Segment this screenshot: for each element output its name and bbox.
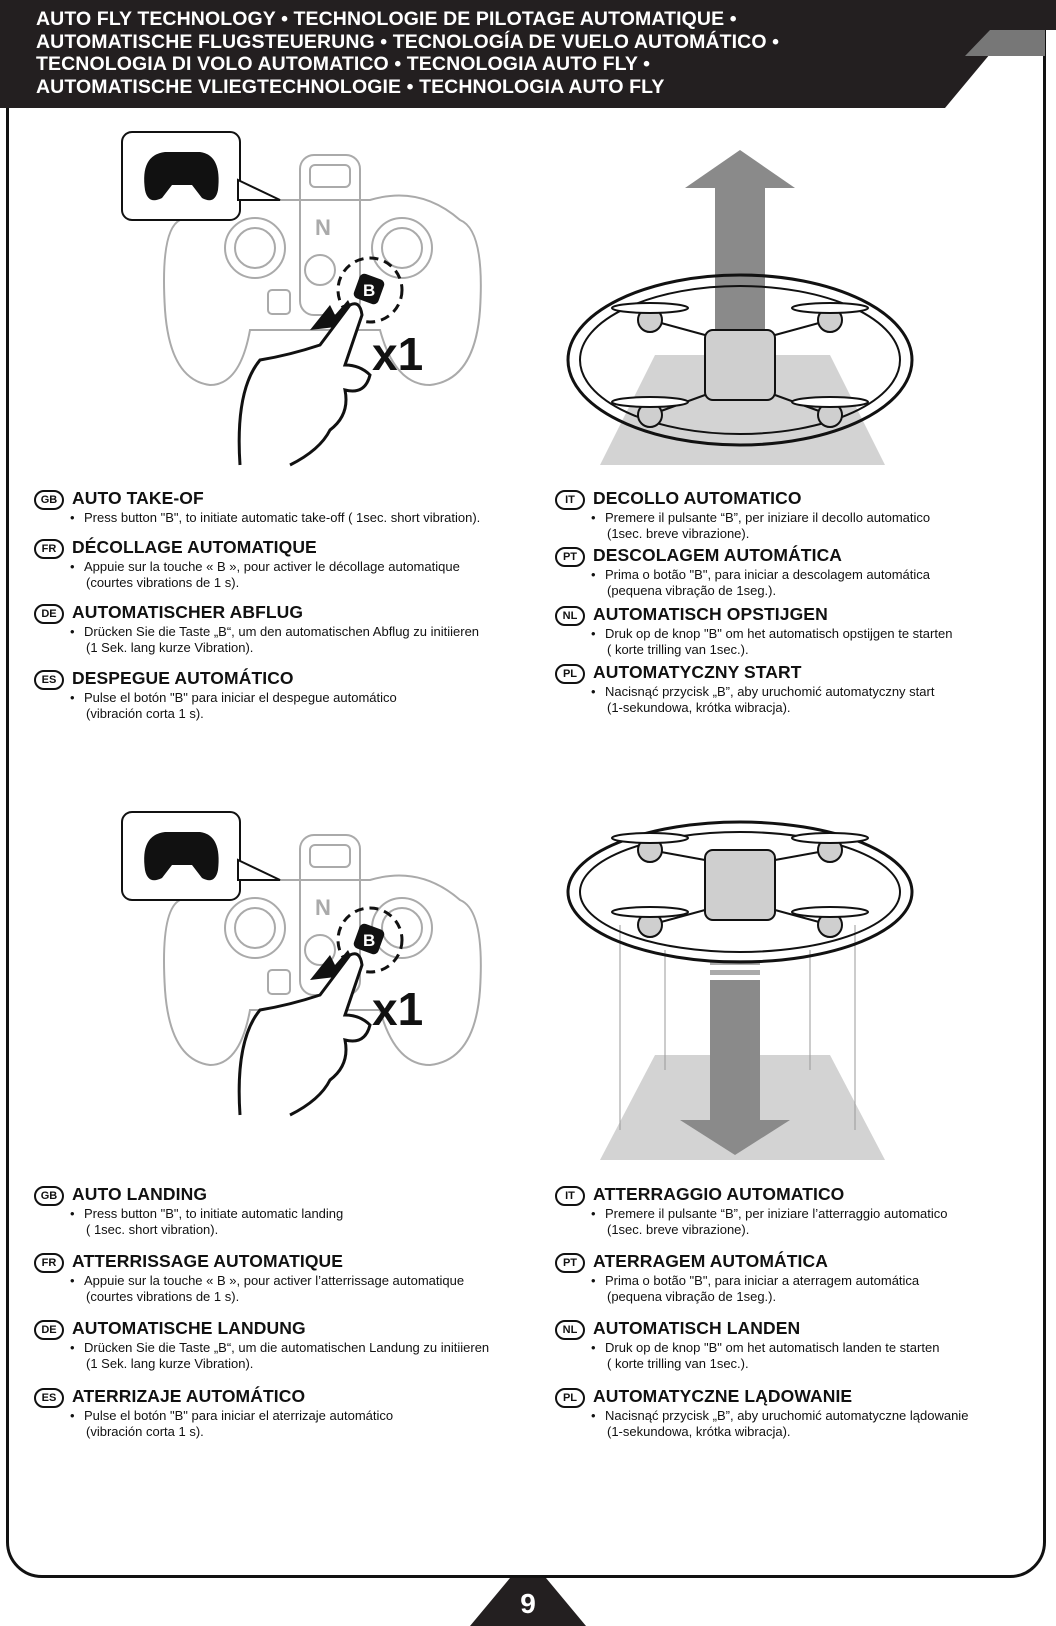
entry-title: AUTO TAKE-OF (72, 488, 204, 508)
header-line: TECNOLOGIA DI VOLO AUTOMATICO • TECNOLOG… (36, 53, 651, 75)
lang-badge: PT (555, 547, 585, 567)
lang-badge: NL (555, 606, 585, 626)
svg-text:N: N (315, 215, 331, 240)
lang-badge: DE (34, 1320, 64, 1340)
entry-title: AUTOMATYCZNY START (593, 662, 802, 682)
entry-title: DECOLLO AUTOMATICO (593, 488, 802, 508)
lang-badge: ES (34, 1388, 64, 1408)
lang-badge: DE (34, 604, 64, 624)
page-number-text: 9 (520, 1588, 536, 1619)
entry-body: Pulse el botón "B" para iniciar el aterr… (70, 1408, 393, 1440)
entry-title: DÉCOLLAGE AUTOMATIQUE (72, 537, 317, 557)
lang-badge: PL (555, 1388, 585, 1408)
entry-body: Drücken Sie die Taste „B“, um die automa… (70, 1340, 489, 1372)
entry-body: Premere il pulsante “B”, per iniziare il… (591, 510, 930, 542)
drone-illustration-landing (566, 820, 914, 1160)
lang-badge: PT (555, 1253, 585, 1273)
controller-illustration-landing: N B x1 (121, 811, 482, 1117)
lang-badge: NL (555, 1320, 585, 1340)
entry-body: Press button "B", to initiate automatic … (70, 510, 480, 526)
header-background (0, 0, 1056, 108)
entry-body: Nacisnąć przycisk „B”, aby uruchomić aut… (591, 684, 934, 716)
b-button-label: B (363, 931, 375, 950)
entry-title: ATTERRAGGIO AUTOMATICO (593, 1184, 845, 1204)
entry-body: Druk op de knop "B" om het automatisch l… (591, 1340, 939, 1372)
page-number-background (470, 1578, 586, 1626)
entry-body: Pulse el botón "B" para iniciar el despe… (70, 690, 397, 722)
entry-title: AUTO LANDING (72, 1184, 208, 1204)
entry-title: AUTOMATISCHE LANDUNG (72, 1318, 306, 1338)
page-number: 9 (470, 1578, 586, 1626)
entry-title: AUTOMATYCZNE LĄDOWANIE (593, 1386, 853, 1406)
entry-body: Drücken Sie die Taste „B“, um den automa… (70, 624, 479, 656)
entry-body: Druk op de knop "B" om het automatisch o… (591, 626, 952, 658)
lang-badge: PL (555, 664, 585, 684)
entry-title: DESCOLAGEM AUTOMÁTICA (593, 545, 843, 565)
press-count-label: x1 (372, 328, 423, 380)
entry-body: Prima o botão "B", para iniciar a aterra… (591, 1273, 919, 1305)
lang-badge: FR (34, 539, 64, 559)
controller-illustration-takeoff: N B x1 (121, 131, 482, 467)
press-count-label: x1 (372, 983, 423, 1035)
lang-badge: GB (34, 1186, 64, 1206)
header-line: AUTO FLY TECHNOLOGY • TECHNOLOGIE DE PIL… (36, 8, 737, 30)
b-button-label: B (363, 281, 375, 300)
entry-body: Appuie sur la touche « B », pour activer… (70, 559, 460, 591)
lang-badge: FR (34, 1253, 64, 1273)
svg-text:N: N (315, 895, 331, 920)
header-line: AUTOMATISCHE FLUGSTEUERUNG • TECNOLOGÍA … (36, 30, 780, 53)
entry-title: DESPEGUE AUTOMÁTICO (72, 668, 294, 688)
entry-title: AUTOMATISCHER ABFLUG (72, 602, 304, 622)
header-line: AUTOMATISCHE VLIEGTECHNOLOGIE • TECHNOLO… (36, 75, 665, 98)
entry-title: ATERRAGEM AUTOMÁTICA (593, 1251, 828, 1271)
lang-badge: ES (34, 670, 64, 690)
lang-badge: IT (555, 490, 585, 510)
lang-badge: IT (555, 1186, 585, 1206)
entry-title: ATTERRISSAGE AUTOMATIQUE (72, 1251, 344, 1271)
header-banner: AUTO FLY TECHNOLOGY • TECHNOLOGIE DE PIL… (0, 0, 1056, 108)
entry-body: Premere il pulsante “B”, per iniziare l’… (591, 1206, 947, 1238)
entry-title: ATERRIZAJE AUTOMÁTICO (72, 1386, 306, 1406)
entry-body: Press button "B", to initiate automatic … (70, 1206, 343, 1238)
drone-illustration-takeoff (566, 150, 914, 465)
lang-badge: GB (34, 490, 64, 510)
entry-title: AUTOMATISCH OPSTIJGEN (593, 604, 828, 624)
entry-body: Appuie sur la touche « B », pour activer… (70, 1273, 464, 1305)
header-title: AUTO FLY TECHNOLOGY • TECHNOLOGIE DE PIL… (36, 8, 779, 98)
entry-body: Prima o botão "B", para iniciar a descol… (591, 567, 930, 599)
entry-title: AUTOMATISCH LANDEN (593, 1318, 801, 1338)
entry-body: Nacisnąć przycisk „B”, aby uruchomić aut… (591, 1408, 968, 1440)
